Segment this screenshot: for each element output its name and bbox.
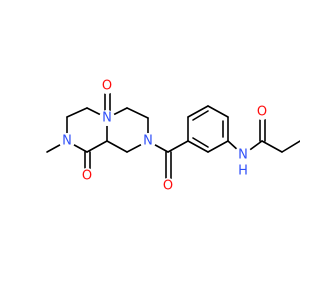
bond (281, 140, 300, 153)
oxygen-atom: O (79, 168, 95, 184)
atom-label-oxygen: O (102, 79, 112, 94)
nitrogen-atom: N (99, 110, 115, 126)
atom-label-hydrogen: H (238, 164, 248, 179)
amide-nh-group: N H (234, 146, 252, 179)
bond (187, 140, 209, 153)
atom-label-nitrogen: N (62, 134, 72, 149)
atom-label-oxygen: O (163, 179, 173, 194)
oxygen-atom: O (99, 78, 115, 94)
bond (192, 110, 209, 121)
nitrogen-atom: N (140, 133, 156, 149)
oxygen-atom: O (160, 178, 176, 194)
bond (86, 140, 108, 153)
bond (106, 140, 128, 153)
bond (167, 140, 189, 153)
atom-label-layer: O O O O N N N (59, 78, 270, 194)
oxygen-atom: O (254, 104, 270, 120)
bond (187, 105, 209, 118)
atom-label-nitrogen: N (238, 148, 248, 163)
atom-label-nitrogen: N (102, 111, 112, 126)
bond (192, 137, 209, 148)
atom-label-oxygen: O (257, 105, 267, 120)
bond (207, 105, 229, 118)
bond (66, 107, 88, 118)
nitrogen-atom: N (59, 133, 75, 149)
bond (207, 140, 229, 153)
bond (126, 107, 149, 119)
molecule-diagram: O O O O N N N (46, 78, 300, 194)
atom-label-nitrogen: N (143, 134, 153, 149)
structure-canvas: O O O O N N N (46, 78, 300, 194)
bond (261, 140, 283, 153)
atom-label-oxygen: O (82, 169, 92, 184)
